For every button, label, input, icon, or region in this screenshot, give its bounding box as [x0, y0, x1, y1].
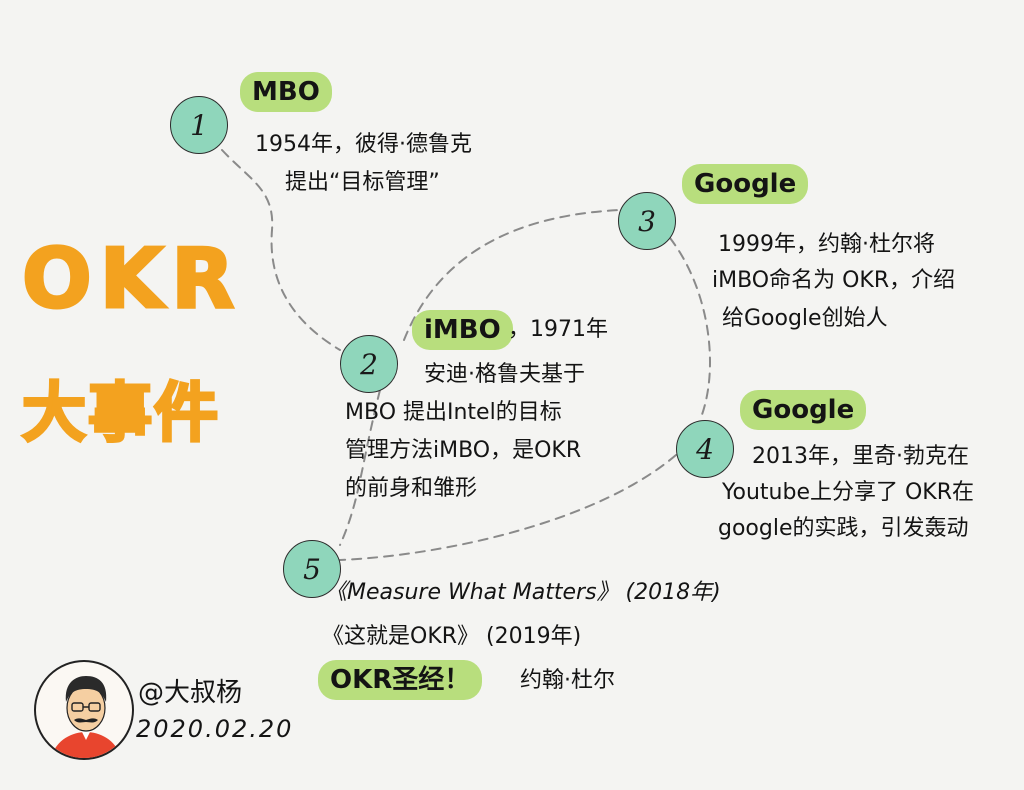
event-3-number-circle: 3	[618, 192, 676, 250]
event-5-book-1: 《Measure What Matters》 (2018年)	[325, 580, 721, 605]
event-4-label: Google	[740, 390, 867, 430]
event-2-number-circle: 2	[340, 335, 398, 393]
event-5-number-circle: 5	[283, 540, 341, 598]
event-3-line-1: 1999年，约翰·杜尔将	[718, 232, 935, 257]
event-2-label: iMBO	[412, 310, 513, 350]
event-5-author: 约翰·杜尔	[520, 668, 615, 693]
author-avatar	[34, 660, 134, 760]
event-4-line-2: Youtube上分享了 OKR在	[722, 480, 975, 505]
event-1-number-circle: 1	[170, 96, 228, 154]
event-3-label: Google	[682, 164, 809, 204]
event-3-line-3: 给Google创始人	[722, 306, 888, 331]
event-2-line-4: 的前身和雏形	[345, 476, 478, 501]
event-2-line-2: MBO 提出Intel的目标	[345, 400, 562, 425]
event-2-line-1: 安迪·格鲁夫基于	[424, 362, 585, 387]
connector-4-to-5	[339, 454, 677, 561]
title-events: 大事件	[21, 376, 220, 453]
event-1-line-1: 1954年，彼得·德鲁克	[255, 132, 472, 157]
author-handle: @大叔杨	[138, 678, 243, 708]
drawing-date: 2020.02.20	[136, 715, 294, 743]
event-4-number-circle: 4	[676, 420, 734, 478]
event-4-line-3: google的实践，引发轰动	[718, 516, 969, 541]
connector-2-to-3	[403, 209, 621, 341]
event-2-line-3: 管理方法iMBO，是OKR	[345, 438, 582, 463]
event-2-year: ，1971年	[508, 317, 608, 342]
title-okr: OKR	[20, 231, 243, 329]
event-1-label: MBO	[240, 72, 332, 112]
connector-3-to-4	[669, 237, 711, 421]
event-5-label: OKR圣经！	[318, 660, 483, 700]
event-4-line-1: 2013年，里奇·勃克在	[752, 444, 969, 469]
connector-1-to-2	[221, 149, 341, 351]
avatar-illustration	[51, 676, 121, 758]
event-1-line-2: 提出“目标管理”	[285, 170, 440, 195]
connector-2-to-5	[339, 389, 381, 546]
event-3-line-2: iMBO命名为 OKR，介绍	[712, 268, 956, 293]
event-5-book-2: 《这就是OKR》 (2019年)	[322, 624, 582, 649]
